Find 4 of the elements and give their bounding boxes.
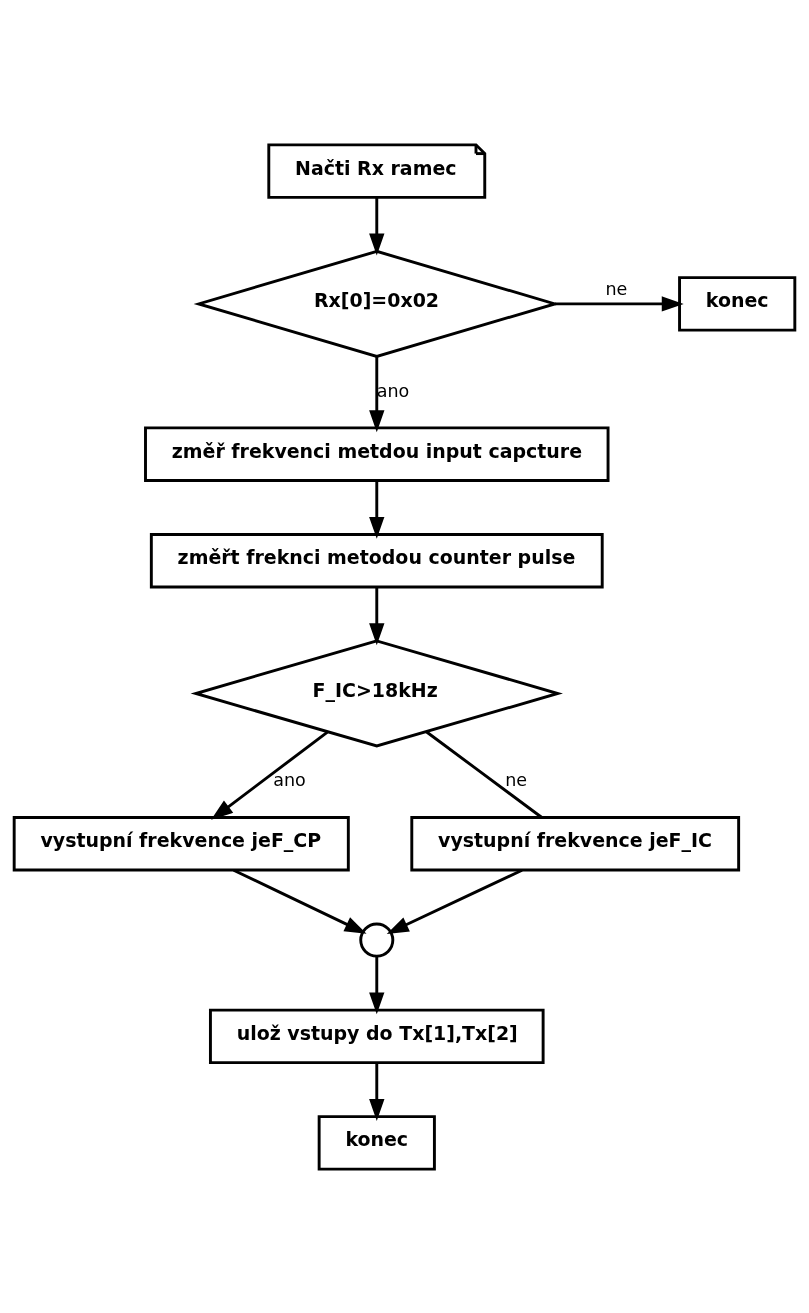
edge-label: ne [505, 769, 528, 790]
edge-label: ano [376, 380, 410, 401]
edge-label: ano [273, 769, 306, 790]
edge-label: ne [605, 278, 628, 299]
